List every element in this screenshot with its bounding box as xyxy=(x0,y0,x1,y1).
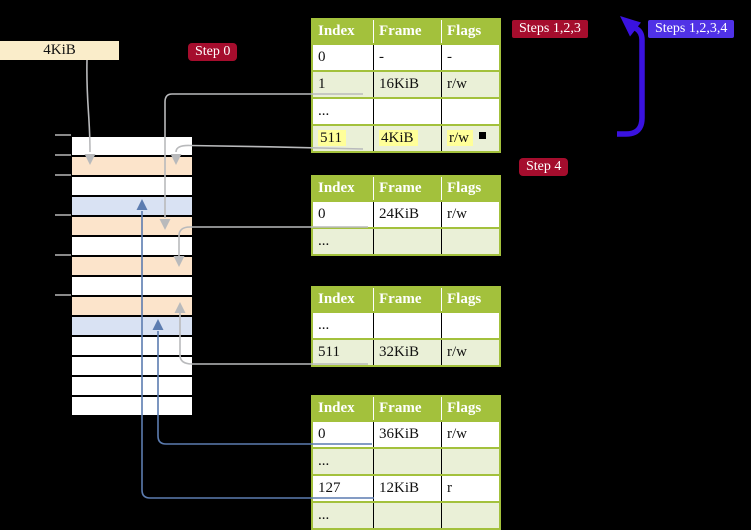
table-cell xyxy=(441,227,500,255)
column-header-index: Index xyxy=(312,396,374,421)
physical-memory-column xyxy=(70,135,194,417)
memory-row-white xyxy=(72,237,192,257)
table-cell: r/w xyxy=(441,338,500,366)
table-cell: - xyxy=(441,43,500,71)
column-header-flags: Flags xyxy=(441,396,500,421)
memory-row-white xyxy=(72,377,192,397)
table-cell: ... xyxy=(312,501,374,529)
memory-row-peach xyxy=(72,217,192,237)
column-header-frame: Frame xyxy=(373,19,442,44)
memory-row-blue xyxy=(72,197,192,217)
table-cell: r/w xyxy=(441,70,500,98)
memory-row-blue xyxy=(72,317,192,337)
table-cell: 0 xyxy=(312,200,374,228)
memory-tick xyxy=(55,254,71,256)
table-cell: r xyxy=(441,474,500,502)
memory-row-peach xyxy=(72,157,192,177)
big-blue-arrow-line xyxy=(617,25,645,137)
column-header-flags: Flags xyxy=(441,19,500,44)
table-cell xyxy=(373,97,442,125)
table-cell: 12KiB xyxy=(373,474,442,502)
memory-tick xyxy=(55,154,71,156)
big-blue-arrow-head-icon xyxy=(620,16,641,37)
table-cell xyxy=(373,501,442,529)
table-cell: ... xyxy=(312,311,374,339)
column-header-index: Index xyxy=(312,287,374,312)
table-row: 0-- xyxy=(312,43,500,71)
table-cell xyxy=(373,447,442,475)
table-cell: ... xyxy=(312,227,374,255)
table-cell xyxy=(441,447,500,475)
table-cell: 32KiB xyxy=(373,338,442,366)
memory-tick xyxy=(55,294,71,296)
highlighted-value: 511 xyxy=(318,130,346,146)
memory-row-white xyxy=(72,397,192,415)
table-cell xyxy=(441,311,500,339)
table-cell: - xyxy=(373,43,442,71)
table-cell xyxy=(441,97,500,125)
table-row: 511 4KiB r/w xyxy=(312,124,500,152)
memory-tick xyxy=(55,214,71,216)
table-cell: 0 xyxy=(312,43,374,71)
table-cell: ... xyxy=(312,97,374,125)
memory-row-white xyxy=(72,137,192,157)
table-cell xyxy=(373,311,442,339)
memory-row-white xyxy=(72,337,192,357)
column-header-flags: Flags xyxy=(441,176,500,201)
table-cell: r/w xyxy=(441,200,500,228)
column-header-frame: Frame xyxy=(373,287,442,312)
table-cell: 0 xyxy=(312,420,374,448)
table-cell xyxy=(441,501,500,529)
table-cell xyxy=(373,227,442,255)
column-header-frame: Frame xyxy=(373,396,442,421)
table-cell: r/w xyxy=(441,124,500,152)
column-header-index: Index xyxy=(312,176,374,201)
table-cell: 1 xyxy=(312,70,374,98)
table-row: ... xyxy=(312,311,500,339)
column-header-index: Index xyxy=(312,19,374,44)
table-row: ... xyxy=(312,447,500,475)
table-cell: 511 xyxy=(312,338,374,366)
table-row: ... xyxy=(312,97,500,125)
steps-1234-label: Steps 1,2,3,4 xyxy=(648,20,735,38)
table-cell: 511 xyxy=(312,124,374,152)
steps-123-label: Steps 1,2,3 xyxy=(512,20,588,38)
step-4-label: Step 4 xyxy=(519,158,569,176)
memory-row-white xyxy=(72,277,192,297)
table-cell: 127 xyxy=(312,474,374,502)
column-header-frame: Frame xyxy=(373,176,442,201)
table-cell: 24KiB xyxy=(373,200,442,228)
table-cell: ... xyxy=(312,447,374,475)
memory-row-white xyxy=(72,357,192,377)
table-row: ... xyxy=(312,501,500,529)
memory-row-peach xyxy=(72,297,192,317)
column-header-flags: Flags xyxy=(441,287,500,312)
step-0-label: Step 0 xyxy=(188,43,238,61)
highlighted-value: 4KiB xyxy=(379,130,418,146)
memory-row-white xyxy=(72,177,192,197)
frame-size-label: 4KiB xyxy=(0,41,119,60)
table-cell: r/w xyxy=(441,420,500,448)
table-row: ... xyxy=(312,227,500,255)
memory-tick xyxy=(55,174,71,176)
highlighted-value: r/w xyxy=(447,130,473,146)
table-cell: 4KiB xyxy=(373,124,442,152)
table-cell: 16KiB xyxy=(373,70,442,98)
memory-tick xyxy=(55,134,71,136)
memory-row-peach xyxy=(72,257,192,277)
table-cell: 36KiB xyxy=(373,420,442,448)
